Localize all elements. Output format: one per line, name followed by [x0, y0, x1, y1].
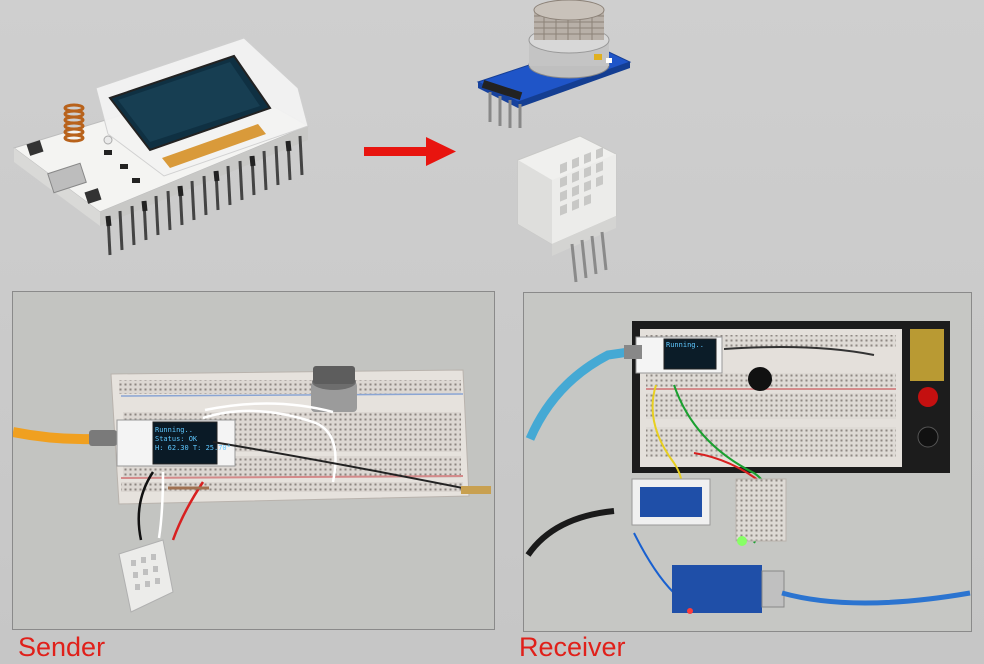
- sender-caption: Sender: [18, 632, 106, 662]
- sender-oled-line-3: H: 62.30 T: 25.70°: [155, 444, 231, 452]
- sender-oled-line-2: Status: OK: [155, 435, 198, 443]
- sender-oled-line-1: Running..: [155, 426, 193, 434]
- receiver-oled-screen: Running..: [666, 341, 716, 367]
- dht-sensor-image: [517, 135, 617, 283]
- receiver-photo: Running..: [523, 292, 972, 632]
- receiver-oled-line-1: Running..: [666, 341, 704, 349]
- receiver-caption: Receiver: [519, 632, 626, 662]
- sender-oled-screen: Running.. Status: OK H: 62.30 T: 25.70°: [155, 426, 231, 462]
- lora-oled-board-image: [12, 37, 310, 256]
- gas-sensor-module-image: [476, 0, 632, 128]
- sender-photo: Running.. Status: OK H: 62.30 T: 25.70°: [12, 291, 495, 630]
- right-arrow-icon: [364, 137, 456, 166]
